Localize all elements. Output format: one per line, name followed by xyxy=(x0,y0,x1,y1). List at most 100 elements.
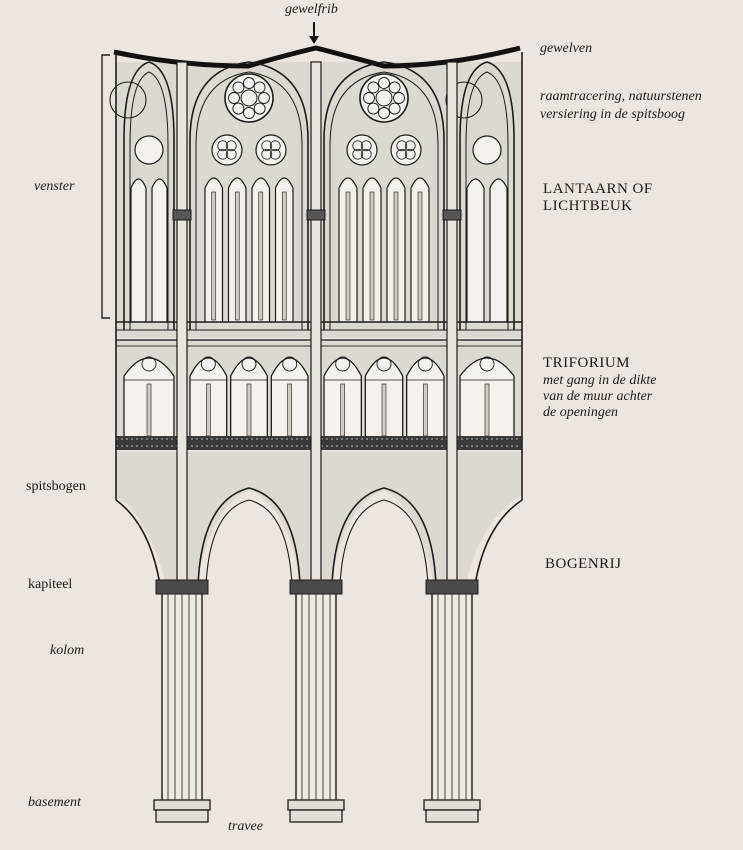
vault-line xyxy=(113,45,521,69)
vaulting-shaft xyxy=(310,61,322,583)
quatrefoil-lobe xyxy=(225,140,237,152)
quatrefoil xyxy=(472,135,502,165)
rose-foil xyxy=(378,77,390,89)
triforium-trefoil xyxy=(479,356,495,372)
base-plinth xyxy=(423,799,481,811)
label-bogenrij: BOGENRIJ xyxy=(545,556,622,572)
window-arch-inner xyxy=(195,71,303,330)
quatrefoil-lobe xyxy=(396,140,408,152)
rose-window-partial xyxy=(445,81,483,119)
clerestory-level xyxy=(109,61,522,331)
triforium-trefoil xyxy=(241,356,257,372)
label-triforium: TRIFORIUM xyxy=(543,355,631,371)
label-clerestory-1: LANTAARN OF xyxy=(543,181,653,197)
capital xyxy=(155,579,209,595)
rose-foil xyxy=(243,77,255,89)
mullion xyxy=(417,191,423,321)
quatrefoil-lobe xyxy=(360,148,372,160)
triforium-trefoil xyxy=(200,356,216,372)
quatrefoil-lobe xyxy=(269,148,281,160)
label-triforium-sub-2: van de muur achter xyxy=(543,389,653,404)
rose-centre xyxy=(240,89,258,107)
columns xyxy=(115,52,523,823)
label-kapiteel: kapiteel xyxy=(28,577,73,592)
triforium-colonnette xyxy=(340,383,345,437)
capital xyxy=(425,579,479,595)
quatrefoil xyxy=(255,134,287,166)
lancet xyxy=(130,178,147,322)
rose-foil xyxy=(232,102,245,115)
quatrefoil xyxy=(134,135,164,165)
lancet xyxy=(466,178,485,322)
rose-foil xyxy=(378,107,390,119)
rose-window xyxy=(359,73,409,123)
triforium-colonnette xyxy=(484,383,490,437)
base-block xyxy=(155,809,209,823)
quatrefoil-lobe xyxy=(217,140,229,152)
window-arch xyxy=(323,61,445,330)
quatrefoil-lobe xyxy=(352,148,364,160)
label-triforium-sub-3: de openingen xyxy=(543,405,619,420)
quatrefoil-lobe xyxy=(360,140,372,152)
quatrefoil-lobe xyxy=(269,140,281,152)
rose-foil xyxy=(228,92,240,104)
rose-foil xyxy=(363,92,375,104)
base-plinth xyxy=(287,799,345,811)
shaft-capital xyxy=(172,209,192,221)
triforium-trefoil xyxy=(376,356,392,372)
label-gewelfrib: gewelfrib xyxy=(285,2,338,17)
arcade-arch-partial xyxy=(115,499,161,586)
quatrefoil-lobe xyxy=(404,140,416,152)
rose-foil xyxy=(232,81,245,94)
triforium-trefoil xyxy=(417,356,433,372)
window-arch xyxy=(189,61,309,330)
triforium-colonnette xyxy=(206,383,211,437)
label-kolom: kolom xyxy=(50,643,85,658)
quatrefoil-lobe xyxy=(352,140,364,152)
arcade-level xyxy=(115,487,523,586)
mullion xyxy=(345,191,351,321)
triforium-colonnette xyxy=(381,383,387,437)
mullion xyxy=(393,191,399,321)
capital xyxy=(289,579,343,595)
window-arch-inner xyxy=(329,71,439,330)
rose-foil xyxy=(393,92,405,104)
quatrefoil-lobe xyxy=(261,140,273,152)
window-arch xyxy=(459,61,515,330)
arcade-arch-inner xyxy=(339,499,429,586)
shaft-capital xyxy=(442,209,462,221)
label-venster: venster xyxy=(34,179,75,194)
mullion xyxy=(281,191,287,321)
quatrefoil-lobe xyxy=(217,148,229,160)
quatrefoil-lobe xyxy=(261,148,273,160)
rose-foil xyxy=(388,81,401,94)
arcade-arch xyxy=(331,487,437,586)
mullion xyxy=(211,191,217,321)
arcade-arch xyxy=(197,487,301,586)
arcade-arch-partial xyxy=(474,499,523,586)
label-travee: travee xyxy=(228,819,263,834)
quatrefoil xyxy=(390,134,422,166)
vaulting-shaft xyxy=(446,61,458,583)
rose-foil xyxy=(253,81,266,94)
label-triforium-sub-1: met gang in de dikte xyxy=(543,373,657,388)
vaulting-shaft xyxy=(176,61,188,583)
mullion xyxy=(234,191,240,321)
rose-window-partial xyxy=(109,81,147,119)
triforium-level xyxy=(123,356,515,437)
triforium-trefoil xyxy=(282,356,298,372)
rose-centre xyxy=(375,89,393,107)
quatrefoil xyxy=(211,134,243,166)
mullion xyxy=(369,191,375,321)
triforium-colonnette xyxy=(423,383,428,437)
base-block xyxy=(289,809,343,823)
base-plinth xyxy=(153,799,211,811)
shaft-capital xyxy=(306,209,326,221)
rose-foil xyxy=(367,102,380,115)
window-bracket xyxy=(101,54,110,319)
quatrefoil xyxy=(346,134,378,166)
rose-foil xyxy=(367,81,380,94)
rose-foil xyxy=(253,102,266,115)
mullion xyxy=(258,191,264,321)
